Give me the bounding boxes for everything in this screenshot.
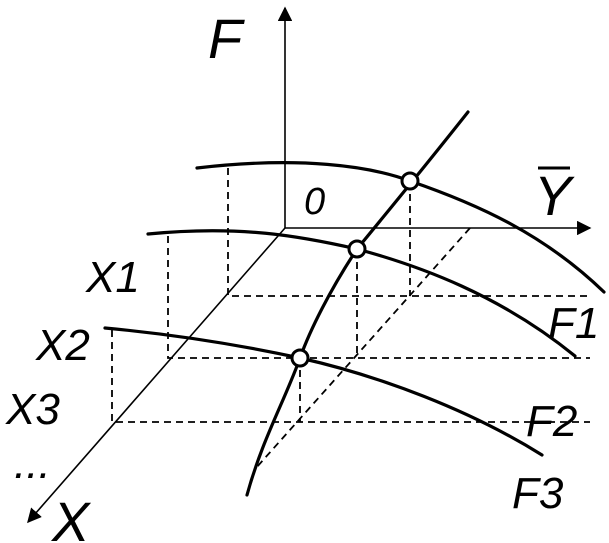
x-axis-label: X	[50, 490, 92, 543]
intersection-point-f1	[400, 171, 420, 191]
f-axis-label: F	[208, 7, 245, 70]
curve-label-f1: F1	[548, 299, 599, 348]
x-axis-line	[27, 227, 286, 524]
tick-label-x1: X1	[85, 253, 140, 302]
intersection-point-f2	[347, 239, 367, 259]
origin-label: 0	[304, 181, 325, 223]
tick-label-x2: X2	[35, 321, 90, 370]
curve-label-f2: F2	[526, 397, 577, 446]
projection-lines	[111, 168, 590, 469]
tick-label-ellipsis: ...	[14, 439, 51, 488]
intersection-point-f3	[290, 348, 310, 368]
tick-label-x3: X3	[5, 385, 60, 434]
y-axis-label: Y	[534, 164, 575, 227]
curve-label-f3: F3	[512, 469, 564, 518]
